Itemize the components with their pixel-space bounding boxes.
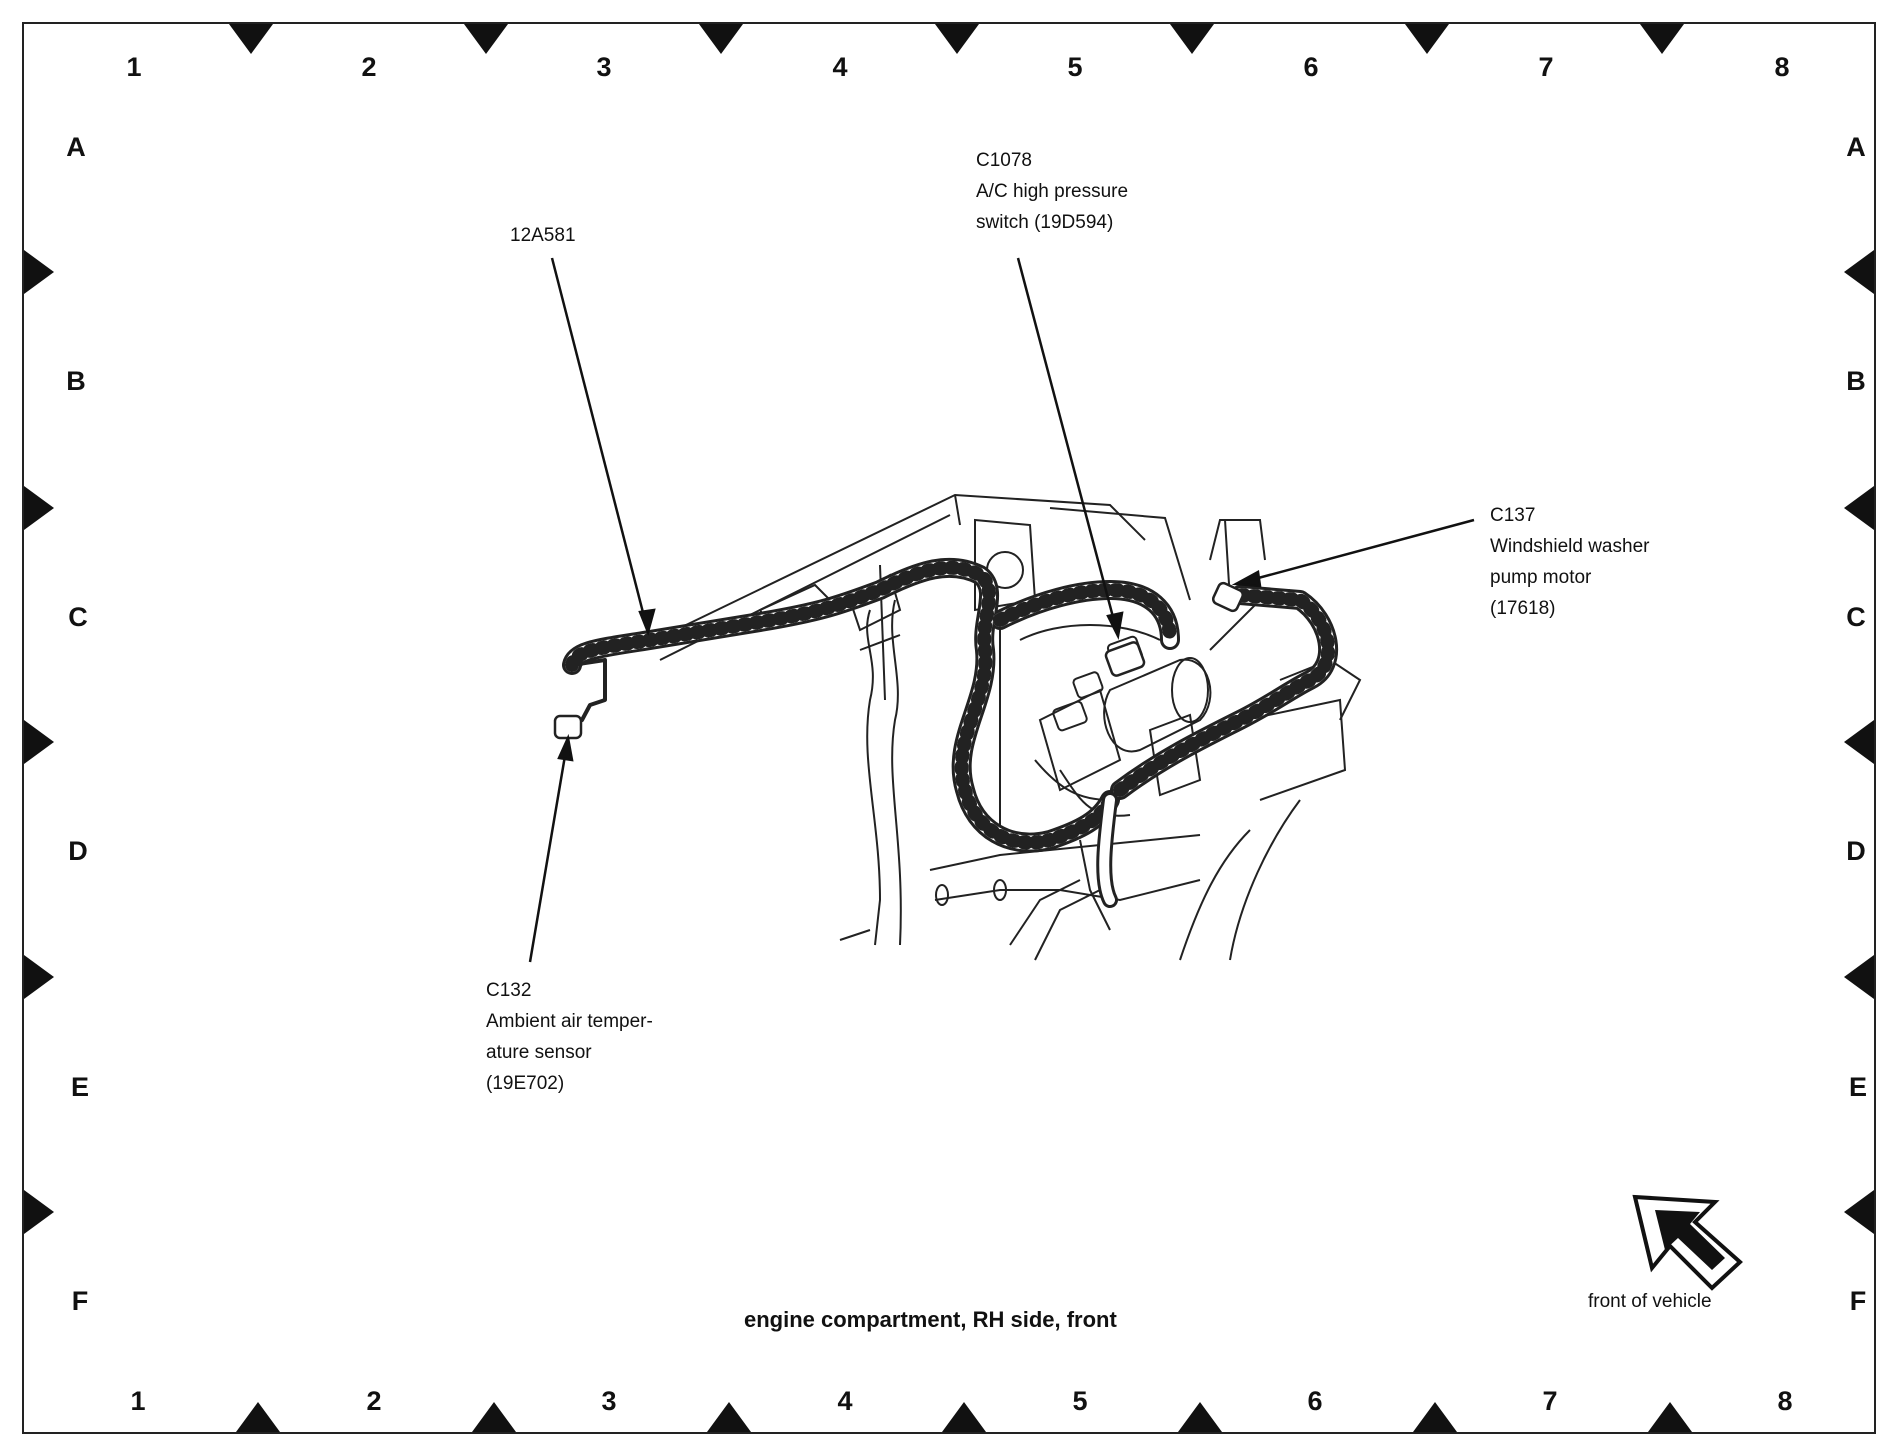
vehicle-body [654, 493, 1362, 961]
connector-c1078 [1104, 641, 1146, 677]
grid-col-5-bottom: 5 [1072, 1386, 1088, 1416]
grid-col-6-top: 6 [1303, 52, 1319, 82]
grid-col-3-top: 3 [596, 52, 612, 82]
callout-code: 12A581 [510, 225, 576, 246]
connectors [553, 581, 1245, 740]
zone-marker-top [935, 24, 979, 54]
leader-c1078 [1016, 257, 1120, 637]
callout-line: (19E702) [486, 1073, 565, 1094]
callout-c1078: C1078 A/C high pressure switch (19D594) [976, 145, 1128, 238]
zone-marker-bottom [236, 1402, 280, 1432]
zone-marker-left [24, 486, 54, 530]
grid-col-4-top: 4 [832, 52, 848, 82]
callout-line: A/C high pressure [976, 181, 1129, 202]
grid-row-f-left: F [71, 1286, 89, 1316]
grid-row-b-left: B [66, 366, 86, 396]
zone-markers [24, 24, 1874, 1432]
callout-line: Windshield washer [1490, 536, 1650, 557]
zone-marker-top [1170, 24, 1214, 54]
drawing-frame [22, 22, 1876, 1434]
leader-c137 [1235, 518, 1475, 586]
callout-line: ature sensor [486, 1042, 592, 1063]
grid-col-8-top: 8 [1774, 52, 1790, 82]
grid-col-4-bottom: 4 [837, 1386, 853, 1416]
zone-marker-right [1844, 720, 1874, 764]
grid-row-a-left: A [66, 132, 86, 162]
zone-marker-bottom [1648, 1402, 1692, 1432]
zone-marker-top [1405, 24, 1449, 54]
callout-line: switch (19D594) [976, 212, 1114, 233]
grid-col-3-bottom: 3 [601, 1386, 617, 1416]
callout-c137: C137 Windshield washer pump motor (17618… [1490, 500, 1649, 624]
connector-c137 [1211, 581, 1245, 613]
grid-col-7-bottom: 7 [1542, 1386, 1558, 1416]
zone-marker-right [1844, 955, 1874, 999]
leader-arrowhead [557, 733, 574, 762]
front-of-vehicle-label: front of vehicle [1588, 1291, 1712, 1312]
grid-row-a-right: A [1846, 132, 1866, 162]
grid-col-2-bottom: 2 [366, 1386, 382, 1416]
grid-row-e-left: E [70, 1072, 89, 1102]
zone-marker-bottom [942, 1402, 986, 1432]
zone-marker-top [1640, 24, 1684, 54]
leader-arrowhead [1106, 611, 1124, 640]
zone-marker-left [24, 1190, 54, 1234]
callout-line: (17618) [1490, 598, 1556, 619]
zone-marker-bottom [472, 1402, 516, 1432]
grid-row-f-right: F [1849, 1286, 1867, 1316]
grid-col-1-bottom: 1 [130, 1386, 146, 1416]
callout-code: C1078 [976, 150, 1032, 171]
leader-lines [528, 257, 1475, 963]
grid-col-2-top: 2 [361, 52, 377, 82]
callout-line: pump motor [1490, 567, 1592, 588]
grid-col-5-top: 5 [1067, 52, 1083, 82]
grid-row-c-left: C [68, 602, 88, 632]
grid-row-c-right: C [1846, 602, 1866, 632]
zone-marker-left [24, 955, 54, 999]
grid-col-7-top: 7 [1538, 52, 1554, 82]
wiring-harness [572, 568, 1328, 908]
zone-marker-top [699, 24, 743, 54]
grid-row-b-right: B [1846, 366, 1866, 396]
leader-arrowhead [638, 608, 656, 636]
zone-marker-right [1844, 250, 1874, 294]
grid-row-e-right: E [1848, 1072, 1867, 1102]
ac-component [1034, 635, 1212, 817]
front-arrow-icon [1632, 1194, 1743, 1291]
leader-c132 [528, 737, 570, 963]
grid-col-8-bottom: 8 [1777, 1386, 1793, 1416]
zone-marker-bottom [1178, 1402, 1222, 1432]
diagram-caption: engine compartment, RH side, front [744, 1307, 1117, 1332]
callout-c132: C132 Ambient air temper- ature sensor (1… [486, 975, 653, 1099]
zone-marker-left [24, 250, 54, 294]
grid-col-6-bottom: 6 [1307, 1386, 1323, 1416]
zone-marker-bottom [1413, 1402, 1457, 1432]
leader-arrowhead [1231, 570, 1262, 588]
zone-marker-top [229, 24, 273, 54]
leader-12a581 [550, 257, 650, 633]
connector-c132 [553, 714, 583, 740]
callout-12a581: 12A581 [510, 220, 576, 251]
callout-code: C137 [1490, 505, 1536, 526]
callout-code: C132 [486, 980, 532, 1001]
grid-col-1-top: 1 [126, 52, 142, 82]
callout-line: Ambient air temper- [486, 1011, 653, 1032]
zone-marker-left [24, 720, 54, 764]
grid-row-d-left: D [68, 836, 88, 866]
zone-marker-top [464, 24, 508, 54]
zone-marker-bottom [707, 1402, 751, 1432]
zone-marker-right [1844, 1190, 1874, 1234]
grid-row-d-right: D [1846, 836, 1866, 866]
zone-marker-right [1844, 486, 1874, 530]
